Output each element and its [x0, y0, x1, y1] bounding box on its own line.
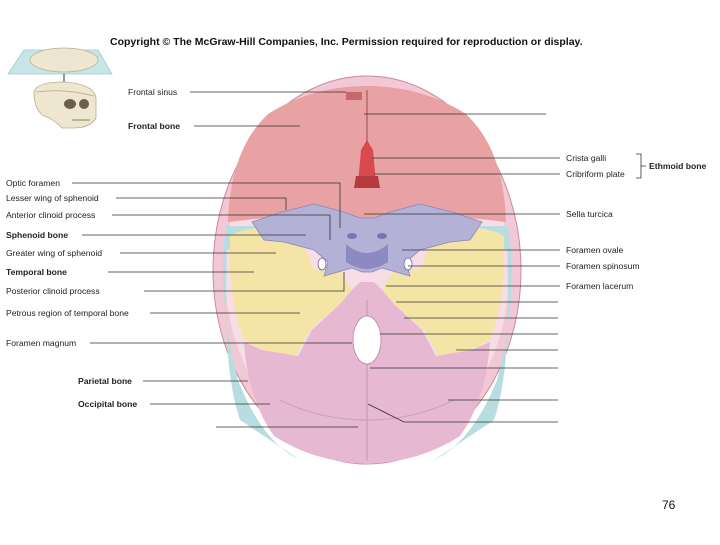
ethmoid-bracket — [636, 153, 646, 179]
label-optic-foramen: Optic foramen — [6, 178, 60, 188]
label-foramen-ovale: Foramen ovale — [566, 245, 624, 255]
sella-turcica — [346, 244, 388, 269]
label-crista-galli: Crista galli — [566, 153, 607, 163]
label-foramen-spinosum: Foramen spinosum — [566, 261, 640, 271]
copyright-notice: Copyright © The McGraw-Hill Companies, I… — [110, 36, 583, 48]
label-occipital-bone: Occipital bone — [78, 399, 138, 409]
label-posterior-clinoid: Posterior clinoid process — [6, 286, 100, 296]
foramen-magnum — [352, 315, 382, 365]
label-foramen-magnum: Foramen magnum — [6, 338, 77, 348]
label-temporal-bone: Temporal bone — [6, 267, 67, 277]
crista-galli — [358, 140, 376, 184]
label-sphenoid-bone: Sphenoid bone — [6, 230, 69, 240]
leader-lines-left — [72, 91, 358, 428]
foramen-ovale-right — [403, 257, 413, 271]
temporal-bone-left — [230, 227, 352, 356]
label-foramen-lacerum: Foramen lacerum — [566, 281, 634, 291]
label-cribriform-plate: Cribriform plate — [566, 169, 625, 179]
skull-orientation-icon — [7, 47, 113, 129]
label-lesser-wing-sphenoid: Lesser wing of sphenoid — [6, 193, 99, 203]
label-frontal-sinus: Frontal sinus — [128, 87, 178, 97]
label-parietal-bone: Parietal bone — [78, 376, 132, 386]
foramen-ovale-left — [317, 257, 327, 271]
page-number: 76 — [662, 498, 676, 512]
label-anterior-clinoid: Anterior clinoid process — [6, 210, 96, 220]
label-greater-wing-sphenoid: Greater wing of sphenoid — [6, 248, 103, 258]
leader-lines-right — [364, 113, 560, 423]
label-ethmoid-bone: Ethmoid bone — [649, 161, 707, 171]
label-frontal-bone: Frontal bone — [128, 121, 181, 131]
cribriform-plate — [354, 176, 380, 188]
label-sella-turcica: Sella turcica — [566, 209, 613, 219]
temporal-bone-right — [382, 227, 504, 356]
label-petrous-region: Petrous region of temporal bone — [6, 308, 129, 318]
